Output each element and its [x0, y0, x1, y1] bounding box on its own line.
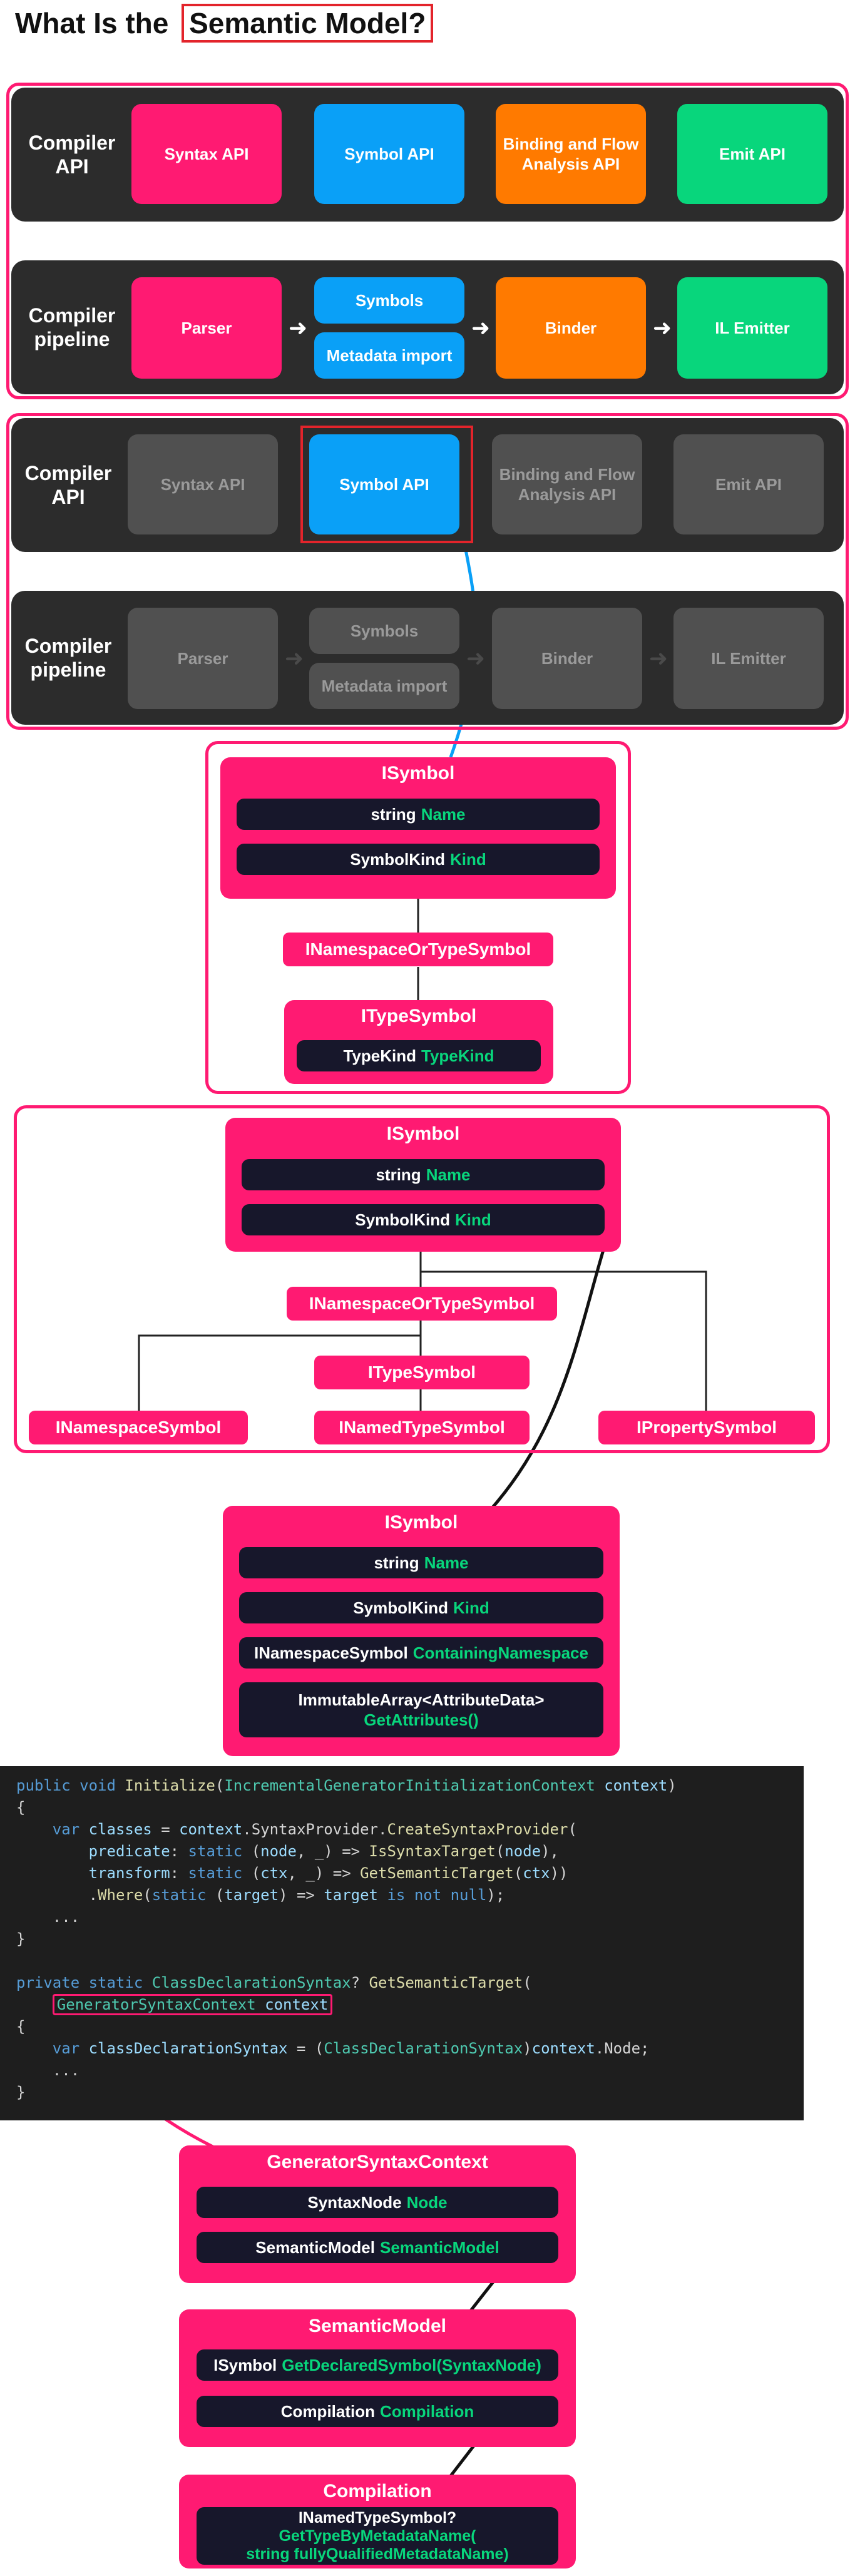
pipeline1-il-emitter: IL Emitter — [677, 277, 827, 379]
pipeline1-outline — [6, 83, 849, 399]
pipeline1-symbols: Symbols — [314, 277, 464, 324]
pipeline1-symbol-api: Symbol API — [314, 104, 464, 204]
pipeline2-binding-api: Binding and Flow Analysis API — [492, 434, 642, 534]
arrow-right-icon: ➜ — [471, 315, 491, 340]
compilation-title: Compilation — [323, 2481, 432, 2502]
arrow-right-icon: ➜ — [288, 315, 308, 340]
diagram2-namespace-or-type: INamespaceOrTypeSymbol — [287, 1287, 557, 1321]
arrow-right-icon: ➜ — [652, 315, 672, 340]
arrow-right-icon: ➜ — [648, 645, 668, 671]
code-line-14: ... — [16, 2062, 80, 2079]
pipeline2-syntax-api: Syntax API — [128, 434, 278, 534]
diagram1-isymbol-title: ISymbol — [381, 763, 455, 784]
title-prefix: What Is the — [15, 7, 177, 39]
pipeline1-syntax-api: Syntax API — [131, 104, 282, 204]
pipeline1-metadata-import: Metadata import — [314, 332, 464, 379]
code-line-1: public void Initialize(IncrementalGenera… — [16, 1777, 677, 1794]
pipeline1-emit-api: Emit API — [677, 104, 827, 204]
diagram2-ipropertysymbol: IPropertySymbol — [598, 1411, 815, 1444]
code-line-5: transform: static (ctx, _) => GetSemanti… — [16, 1864, 568, 1882]
page-title: What Is the Semantic Model? — [15, 4, 434, 43]
code-line-6: .Where(static (target) => target is not … — [16, 1886, 505, 1904]
diagram3-prop-attributes: ImmutableArray<AttributeData>GetAttribut… — [239, 1682, 603, 1737]
diagram1-itypesymbol-title: ITypeSymbol — [361, 1006, 477, 1026]
comp-prop-get-type-by-metadata-name: INamedTypeSymbol?GetTypeByMetadataName(s… — [197, 2507, 558, 2565]
semantic-model-title: SemanticModel — [308, 2316, 447, 2336]
pipeline2-metadata-import: Metadata import — [309, 663, 459, 709]
pipeline1-binder: Binder — [496, 277, 646, 379]
symbol-api-highlight — [300, 426, 473, 543]
context-param-highlight: GeneratorSyntaxContext context — [52, 1994, 333, 2015]
pipeline2-api-label: Compiler API — [24, 462, 112, 508]
diagram2-isymbol-title: ISymbol — [386, 1123, 460, 1144]
diagram2-inamespacesymbol: INamespaceSymbol — [29, 1411, 248, 1444]
diagram2-outline — [14, 1105, 830, 1453]
code-line-15: } — [16, 2083, 26, 2101]
arrow-right-icon: ➜ — [284, 645, 304, 671]
pipeline1-parser: Parser — [131, 277, 282, 379]
code-line-13: var classDeclarationSyntax = (ClassDecla… — [16, 2040, 650, 2057]
code-line-9: ​ — [16, 1950, 787, 1972]
code-line-3: var classes = context.SyntaxProvider.Cre… — [16, 1821, 577, 1838]
diagram3-title: ISymbol — [384, 1512, 458, 1533]
code-line-12: { — [16, 2018, 26, 2035]
pipeline1-pipe-label: Compiler pipeline — [28, 304, 116, 350]
code-block: public void Initialize(IncrementalGenera… — [0, 1766, 804, 2120]
pipeline2-symbol-api: Symbol API — [309, 434, 459, 534]
gsc-title: GeneratorSyntaxContext — [267, 2152, 488, 2172]
code-line-4: predicate: static (node, _) => IsSyntaxT… — [16, 1843, 559, 1860]
diagram1-outline — [205, 741, 631, 1094]
pipeline2-emit-api: Emit API — [673, 434, 824, 534]
pipeline1-binding-api: Binding and Flow Analysis API — [496, 104, 646, 204]
arrow-right-icon: ➜ — [466, 645, 486, 671]
code-line-10: private static ClassDeclarationSyntax? G… — [16, 1974, 532, 1991]
pipeline2-il-emitter: IL Emitter — [673, 608, 824, 709]
diagram2-itypesymbol: ITypeSymbol — [314, 1356, 530, 1389]
code-line-7: ... — [16, 1908, 80, 1926]
pipeline2-binder: Binder — [492, 608, 642, 709]
code-line-11: GeneratorSyntaxContext context — [16, 1994, 787, 2016]
pipeline2-symbols: Symbols — [309, 608, 459, 654]
code-line-2: { — [16, 1799, 26, 1816]
pipeline1-api-label: Compiler API — [28, 131, 116, 178]
pipeline2-parser: Parser — [128, 608, 278, 709]
code-line-8: } — [16, 1930, 26, 1948]
diagram2-inamedtypesymbol: INamedTypeSymbol — [314, 1411, 530, 1444]
pipeline2-pipe-label: Compiler pipeline — [24, 635, 112, 681]
title-highlight: Semantic Model? — [182, 4, 434, 43]
diagram1-namespace-or-type: INamespaceOrTypeSymbol — [283, 933, 553, 966]
pipeline2-outline — [6, 413, 849, 730]
